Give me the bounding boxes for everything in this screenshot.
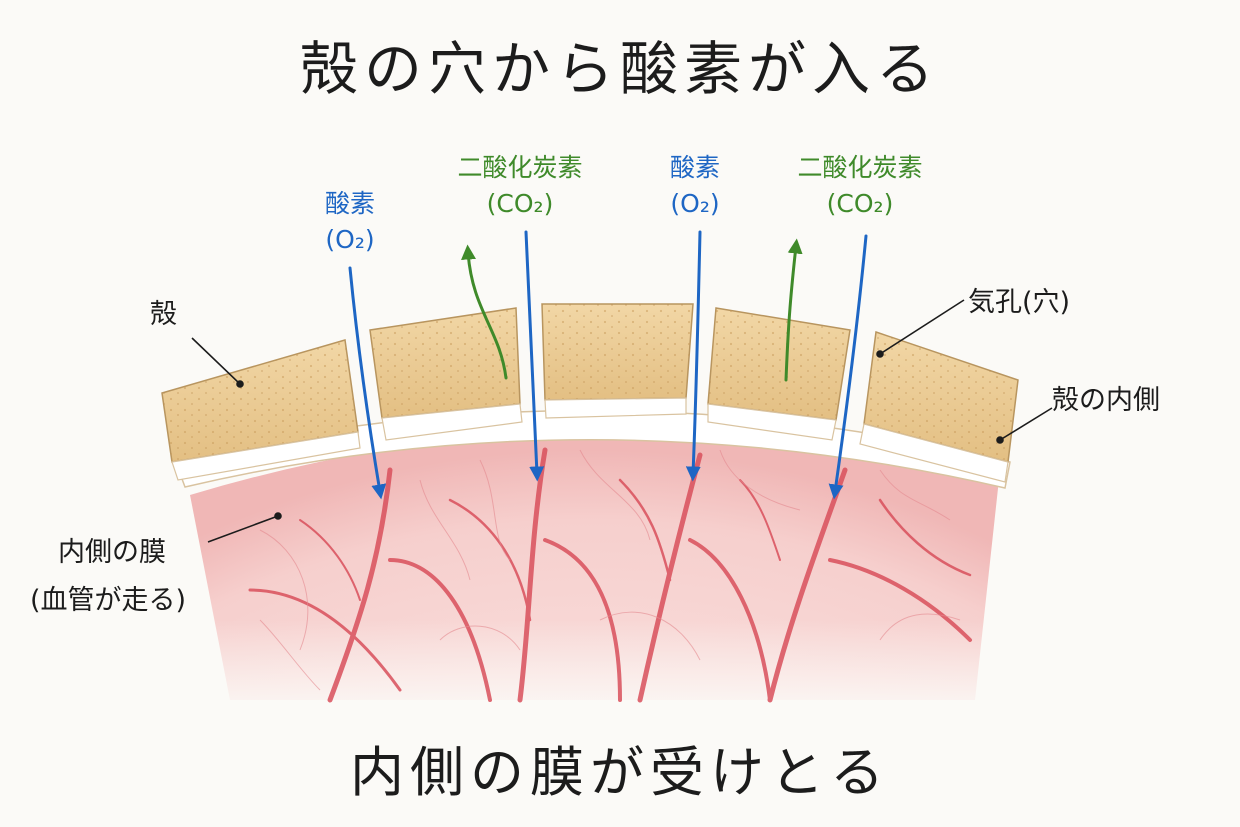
title-top: 殻の穴から酸素が入る — [299, 35, 940, 103]
gas-formula: (O₂) — [325, 225, 375, 254]
gas-name: 酸素 — [324, 189, 375, 218]
gas-formula: (O₂) — [670, 189, 720, 218]
leader-lines — [191, 299, 1053, 543]
label-shell-inner: 殻の内側 — [1052, 385, 1160, 416]
oxygen-arrow — [828, 234, 868, 500]
membrane-fade — [200, 620, 1020, 720]
gas-label-co2-1: 二酸化炭素 (CO₂) — [430, 150, 610, 222]
co2-arrow — [784, 238, 803, 382]
gas-formula: (CO₂) — [486, 189, 554, 218]
capillaries — [259, 449, 961, 691]
oxygen-arrows — [348, 230, 868, 500]
leader-membrane — [207, 515, 279, 543]
gas-name: 二酸化炭素 — [457, 153, 583, 182]
gas-name: 酸素 — [669, 153, 720, 182]
oxygen-arrow — [524, 230, 545, 482]
label-pore: 気孔(穴) — [968, 287, 1071, 318]
leader-shell — [191, 337, 241, 385]
co2-arrows — [461, 238, 803, 382]
oxygen-arrow — [348, 266, 387, 500]
label-membrane-line1: 内側の膜 — [58, 537, 166, 568]
label-membrane-line2: (血管が走る) — [30, 585, 187, 616]
gas-label-oxygen-1: 酸素 (O₂) — [290, 186, 410, 258]
gas-label-co2-2: 二酸化炭素 (CO₂) — [770, 150, 950, 222]
gas-name: 二酸化炭素 — [797, 153, 923, 182]
co2-arrow — [461, 244, 508, 380]
shell-underlayer — [171, 397, 1009, 483]
leader-pore — [879, 299, 965, 355]
oxygen-arrow — [685, 230, 702, 482]
gas-label-oxygen-2: 酸素 (O₂) — [635, 150, 755, 222]
label-shell: 殻 — [150, 299, 177, 330]
title-bottom: 内側の膜が受けとる — [350, 741, 890, 804]
leader-shell-inner — [999, 407, 1053, 441]
gas-formula: (CO₂) — [826, 189, 894, 218]
shell-segments — [161, 303, 1019, 463]
